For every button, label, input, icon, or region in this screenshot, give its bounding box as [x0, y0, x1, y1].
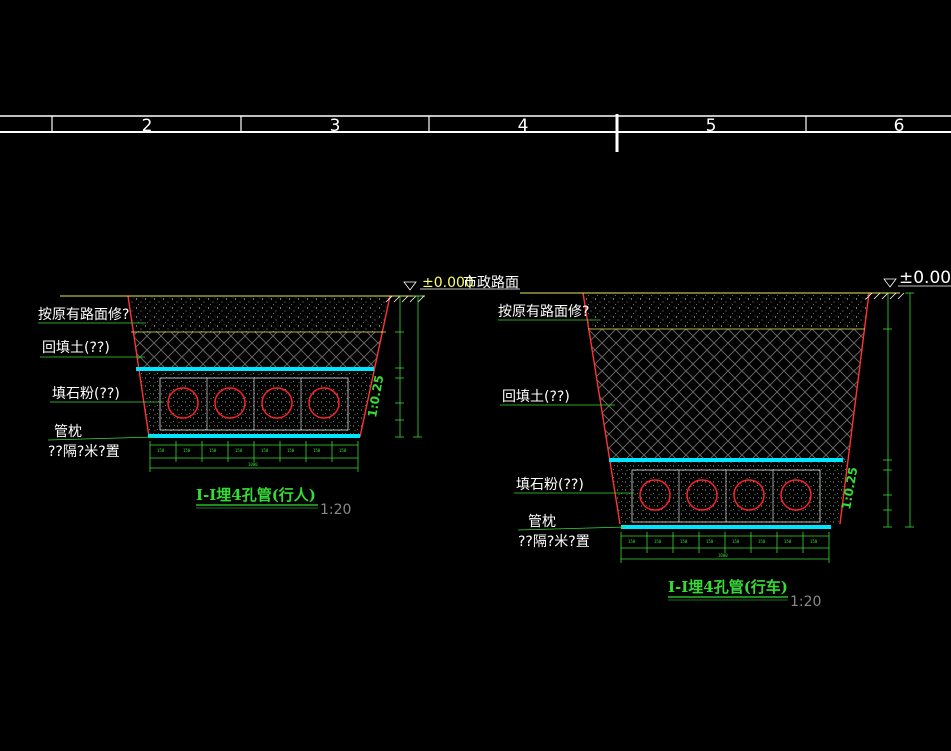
right-trench-section: ±0.000 按原有路面修? 回填土(??) 填石粉(??) 管枕 ??隔?米?…	[498, 268, 951, 610]
right-bottom-dimensions: 150 150 150 150 150 150 150 150 1000	[620, 532, 830, 563]
left-lower-pillow	[148, 434, 360, 438]
ruler-number-3: 3	[330, 116, 341, 136]
left-label-stone: 填石粉(??)	[52, 386, 120, 402]
left-section-scale: 1:20	[320, 502, 351, 518]
right-dim-7: 150	[784, 539, 792, 544]
left-bottom-dimensions: 150 150 150 150 150 150 150 150 1000	[149, 441, 359, 472]
right-pipe-array	[631, 469, 821, 523]
left-trench-wall-right	[359, 295, 391, 438]
right-label-pillow: 管枕	[528, 514, 556, 530]
left-surface-layer	[128, 296, 390, 332]
right-pipe-3	[733, 479, 765, 511]
left-dim-5: 150	[261, 448, 269, 453]
left-dim-4: 150	[235, 448, 243, 453]
road-surface-label: 市政路面	[463, 274, 519, 291]
left-label-surface: 按原有路面修?	[38, 307, 129, 323]
right-elevation-marker	[883, 278, 897, 288]
right-pipe-2	[686, 479, 718, 511]
right-label-surface: 按原有路面修?	[498, 304, 589, 320]
left-pipe-1	[167, 387, 199, 419]
left-trench-wall-left	[127, 295, 150, 438]
left-dim-1: 150	[157, 448, 165, 453]
left-dim-7: 150	[313, 448, 321, 453]
right-section-scale: 1:20	[790, 594, 821, 610]
right-label-stone: 填石粉(??)	[516, 477, 584, 493]
left-dim-6: 150	[287, 448, 295, 453]
left-section-title: I-I埋4孔管(行人)	[196, 486, 316, 504]
left-label-pillow: 管枕	[54, 424, 82, 440]
left-dim-3: 150	[209, 448, 217, 453]
left-dim-2: 150	[183, 448, 191, 453]
ruler-number-6: 6	[894, 116, 905, 136]
right-backfill-layer	[583, 329, 869, 460]
right-trench-wall-right	[839, 292, 870, 525]
left-backfill-layer	[128, 332, 390, 368]
ruler-number-2: 2	[142, 116, 153, 136]
right-surface-layer	[583, 293, 869, 329]
right-dim-total: 1000	[718, 553, 728, 558]
left-vertical-dimensions	[395, 295, 422, 438]
right-section-title: I-I埋4孔管(行车)	[668, 578, 788, 596]
right-pipe-1	[639, 479, 671, 511]
left-pipe-3	[261, 387, 293, 419]
right-dim-8: 150	[810, 539, 818, 544]
right-label-pillow-spacing: ??隔?米?置	[518, 534, 590, 550]
right-dim-2: 150	[654, 539, 662, 544]
left-elevation-text: ±0.000	[422, 275, 474, 291]
left-pipe-4	[308, 387, 340, 419]
right-dim-4: 150	[706, 539, 714, 544]
left-pipe-array	[159, 377, 349, 431]
right-vertical-dimensions	[883, 292, 914, 528]
right-dim-5: 150	[732, 539, 740, 544]
left-dim-total: 1000	[248, 462, 258, 467]
left-ground-hatch	[385, 295, 425, 303]
right-pipe-4	[780, 479, 812, 511]
right-label-backfill: 回填土(??)	[502, 389, 570, 405]
ruler-number-5: 5	[706, 116, 717, 136]
right-elevation-text: ±0.000	[899, 268, 951, 288]
left-dim-8: 150	[339, 448, 347, 453]
right-trench-wall-left	[582, 292, 621, 525]
right-lower-pillow	[621, 525, 831, 529]
right-dim-3: 150	[680, 539, 688, 544]
column-ruler: 2 3 4 5 6	[0, 114, 951, 152]
left-trench-section: ±0.000 市政路面 按原有路面修? 回填土(??) 填石粉(??) 管枕 ?…	[38, 274, 520, 518]
left-elevation-marker	[403, 281, 417, 291]
ruler-number-4: 4	[518, 116, 529, 136]
left-label-backfill: 回填土(??)	[42, 340, 110, 356]
right-ground-hatch	[865, 292, 905, 300]
left-upper-pillow	[136, 367, 374, 371]
left-label-pillow-spacing: ??隔?米?置	[48, 444, 120, 460]
left-pipe-2	[214, 387, 246, 419]
right-upper-pillow	[609, 458, 843, 462]
right-dim-1: 150	[628, 539, 636, 544]
left-stone-powder-layer	[128, 368, 390, 437]
right-dim-6: 150	[758, 539, 766, 544]
